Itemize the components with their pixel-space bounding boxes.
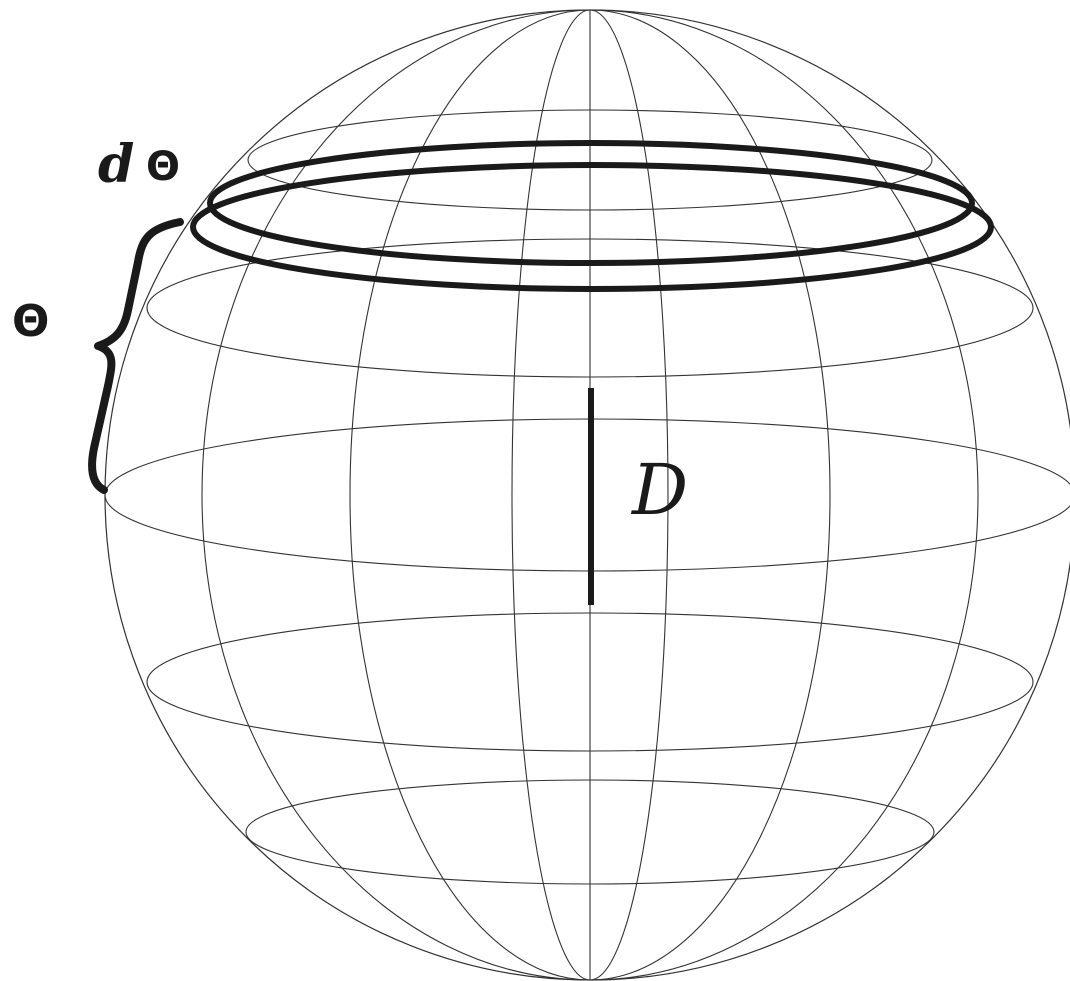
highlighted-band bbox=[190, 140, 994, 292]
parallel-equator bbox=[104, 418, 1070, 572]
meridians bbox=[201, 9, 979, 981]
label-d: d bbox=[98, 134, 134, 195]
parallel-bottom bbox=[245, 779, 935, 885]
label-theta: Θ bbox=[12, 296, 49, 347]
label-theta-small: Θ bbox=[146, 144, 180, 190]
band-ring-lower bbox=[190, 162, 994, 292]
parallel-top bbox=[247, 109, 933, 211]
theta-brace bbox=[88, 218, 184, 494]
parallel-upper bbox=[146, 238, 1034, 378]
label-diameter: D bbox=[630, 449, 688, 531]
meridian-3 bbox=[201, 9, 979, 981]
band-ring-upper bbox=[207, 140, 975, 266]
parallels bbox=[104, 109, 1070, 885]
parallel-lower bbox=[146, 612, 1034, 752]
